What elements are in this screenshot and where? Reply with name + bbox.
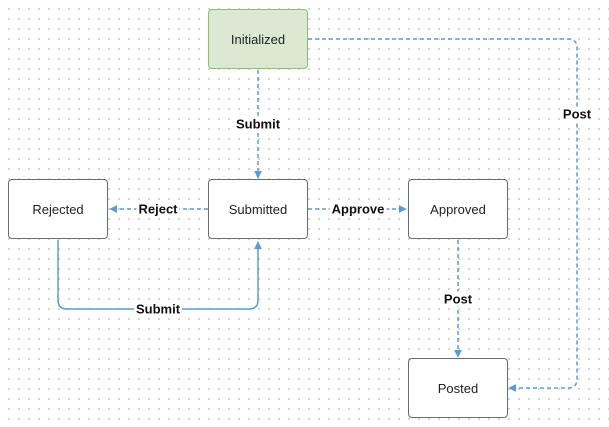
edge-label-post-direct: Post [560, 106, 594, 122]
node-rejected[interactable]: Rejected [8, 179, 108, 239]
node-posted[interactable]: Posted [408, 358, 508, 418]
node-approved[interactable]: Approved [408, 179, 508, 239]
node-posted-label: Posted [437, 380, 479, 396]
edge-label-submit-initial: Submit [233, 116, 283, 132]
node-initialized-label: Initialized [230, 31, 286, 47]
node-initialized[interactable]: Initialized [208, 9, 308, 69]
node-submitted[interactable]: Submitted [208, 179, 308, 239]
edge-label-resubmit: Submit [133, 301, 183, 317]
edge-label-post-approved: Post [441, 291, 475, 307]
node-rejected-label: Rejected [32, 201, 84, 217]
edge-label-approve: Approve [329, 201, 387, 217]
edge-initialized-posted[interactable] [308, 38, 578, 392]
edge-rejected-submitted[interactable] [57, 240, 262, 310]
node-approved-label: Approved [430, 201, 486, 217]
edge-label-reject: Reject [136, 201, 180, 217]
node-submitted-label: Submitted [228, 201, 288, 217]
